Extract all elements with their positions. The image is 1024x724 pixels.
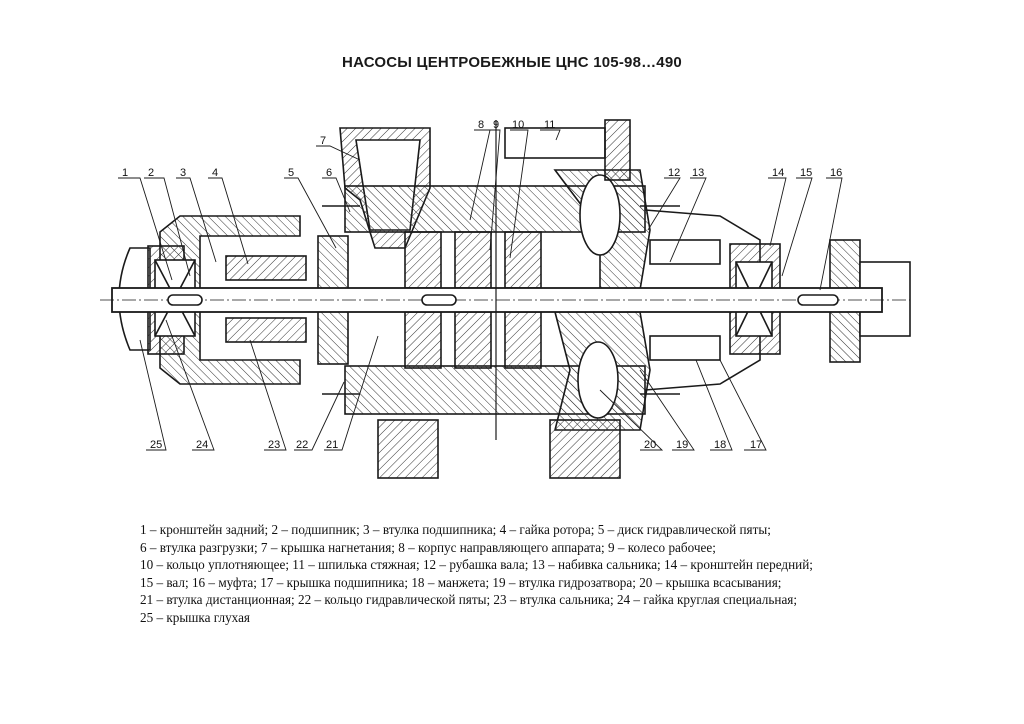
callout-23: 23 [268,439,280,451]
callout-7: 7 [320,135,326,147]
callout-20: 20 [644,439,656,451]
legend-line: 1 – кронштейн задний; 2 – подшипник; 3 –… [140,522,771,537]
callout-labels: 1 2 3 4 5 6 7 8 9 10 11 12 13 14 15 16 1… [122,119,842,451]
callout-4: 4 [212,167,218,179]
callout-18: 18 [714,439,726,451]
callout-22: 22 [296,439,308,451]
callout-10: 10 [512,119,524,131]
legend-line: 25 – крышка глухая [140,609,251,625]
callout-1: 1 [122,167,128,179]
leader-lines [118,129,843,451]
callout-8: 8 [478,119,484,131]
callout-6: 6 [326,167,332,179]
legend-line: 10 – кольцо уплотняющее; 11 – шпилька ст… [140,557,813,573]
callout-24: 24 [196,439,208,451]
callout-13: 13 [692,167,704,179]
legend-line: 21 – втулка дистанционная; 22 – кольцо г… [140,592,798,608]
callout-5: 5 [288,167,294,179]
callout-3: 3 [180,167,186,179]
callout-17: 17 [750,439,762,451]
parts-legend: 1 – кронштейн задний; 2 – подшипник; 3 –… [140,521,900,627]
callout-14: 14 [772,167,784,179]
callout-19: 19 [676,439,688,451]
drawing-title: НАСОСЫ ЦЕНТРОБЕЖНЫЕ ЦНС 105-98…490 [342,54,682,71]
callout-15: 15 [800,167,812,179]
callout-2: 2 [148,167,154,179]
callout-12: 12 [668,167,680,179]
pump-body [100,119,911,479]
callout-11: 11 [544,119,555,131]
callout-9: 9 [493,119,499,131]
callout-21: 21 [326,439,338,451]
callout-16: 16 [830,167,842,179]
legend-line: 15 – вал; 16 – муфта; 17 – крышка подшип… [140,574,782,590]
rear-bracket [159,215,301,385]
legend-line: 6 – втулка разгрузки; 7 – крышка нагнета… [140,539,716,555]
callout-25: 25 [150,439,162,451]
